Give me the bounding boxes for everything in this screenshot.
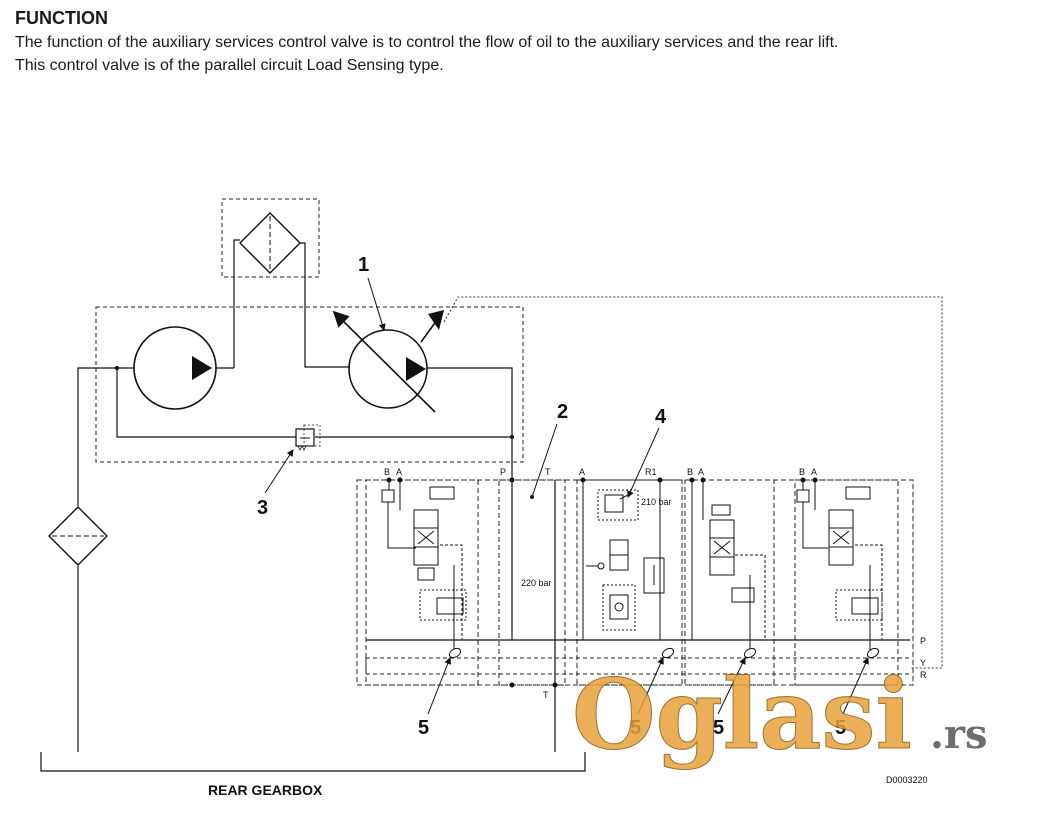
suction-filter [48,506,108,566]
section-3-outline [684,479,775,686]
port-label: A [396,467,402,477]
callout-3: 3 [257,497,268,519]
pressure-label-210: 210 bar [641,497,672,507]
port-label: Y [920,658,926,668]
lift-section-outline [576,479,683,686]
port-label: A [698,467,704,477]
callout-5-section-4: 5 [835,717,846,739]
port-label: R1 [645,467,657,477]
callout-5-section-1: 5 [418,717,429,739]
spool-section-3 [691,480,766,652]
load-sensing-line [443,296,943,669]
callout-leaders [264,277,869,715]
line-junctions [115,366,818,688]
callout-5-lift: 5 [630,717,641,739]
description-line-2: This control valve is of the parallel ci… [15,57,444,74]
port-label: A [579,467,585,477]
callout-1: 1 [358,254,369,276]
rear-gearbox-label: REAR GEARBOX [208,782,323,798]
control-valve-block [356,479,914,686]
port-label: B [799,467,805,477]
port-label: A [811,467,817,477]
callout-2: 2 [557,401,568,423]
callout-4: 4 [655,406,667,428]
fixed-pump [133,326,217,410]
spool-section-4 [796,480,883,652]
page-title: FUNCTION [15,8,108,28]
oglasi-watermark: Oglasi .rs [572,658,988,772]
check-valves [448,647,880,659]
port-label: P [920,636,926,646]
oil-cooler [221,198,320,278]
port-label: B [384,467,390,477]
variable-pump [332,310,444,413]
pressure-label-220: 220 bar [521,578,552,588]
description-line-1: The function of the auxiliary services c… [15,34,839,51]
callout-5-section-3: 5 [713,717,724,739]
port-label: P [500,467,506,477]
port-label: B [687,467,693,477]
inlet-section-outline [498,479,566,686]
port-label: T [543,690,549,700]
drawing-code: D0003220 [886,775,928,785]
pump-group-enclosure [95,306,524,463]
port-label: R [920,670,927,680]
watermark-suffix: .rs [930,711,988,758]
section-4-outline [794,479,899,686]
rear-gearbox-bracket [40,752,586,772]
spool-section-1 [381,480,467,652]
port-label: T [545,467,551,477]
lift-control-section [582,480,665,640]
watermark-brand: Oglasi [572,658,912,771]
section-1-outline [365,479,479,686]
pressure-compensator-valve [295,424,321,451]
